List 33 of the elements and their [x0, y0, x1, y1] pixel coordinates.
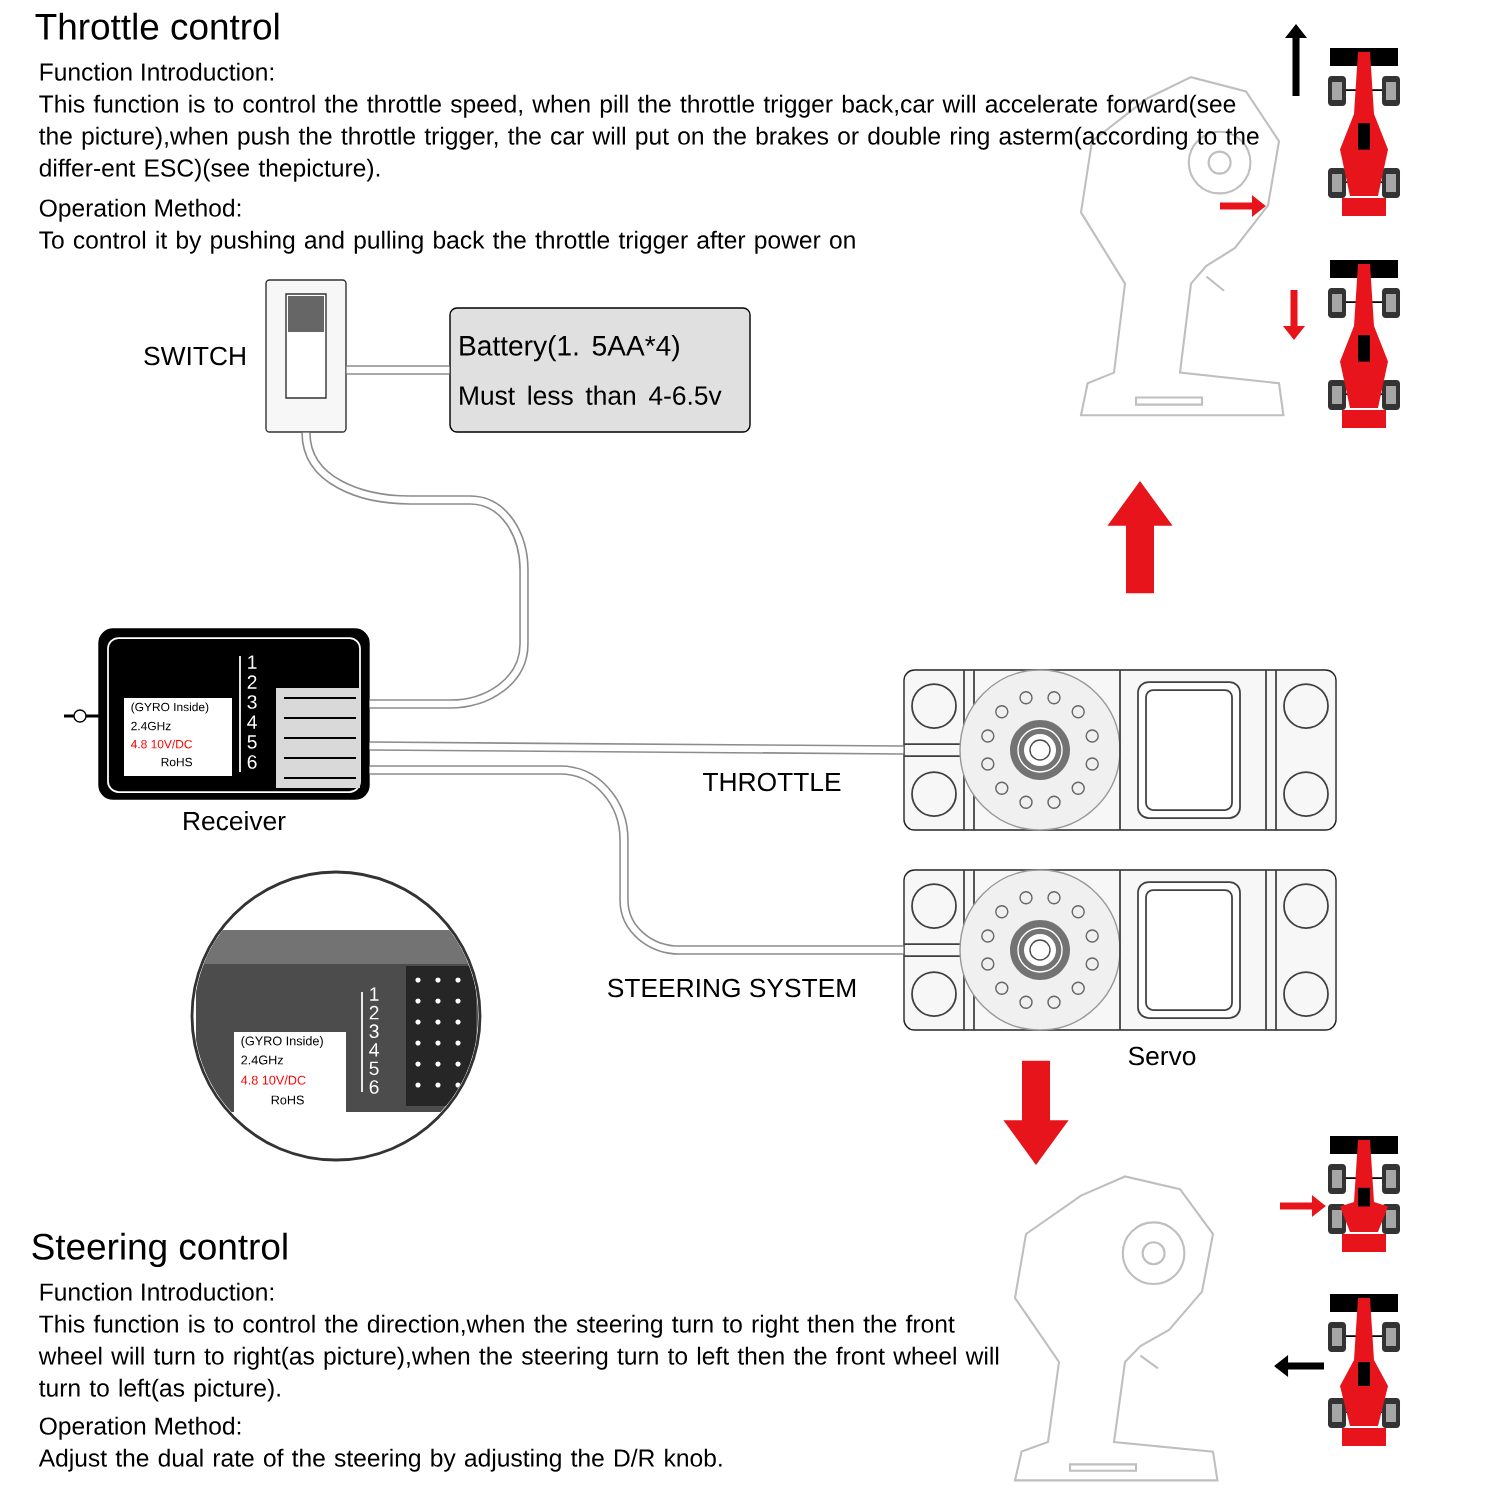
pin-number: 4	[247, 715, 257, 729]
pin-number: 4	[369, 1043, 379, 1057]
pin-number: 3	[247, 695, 257, 709]
pin-number: 6	[369, 1080, 379, 1094]
section-heading: Steering control	[32, 1232, 287, 1268]
description-text: To control it by pushing and pulling back the throttle trigger after power on	[39, 230, 855, 254]
pin-number: 1	[248, 655, 257, 669]
wire	[301, 432, 529, 709]
transmitter-drawing	[1013, 1175, 1219, 1482]
pin-number: 1	[370, 987, 379, 1001]
subheading: Operation Method:	[39, 1416, 241, 1440]
subheading: Function Introduction:	[40, 62, 273, 81]
subheading: Operation Method:	[39, 198, 241, 222]
description-text: This function is to control the throttle speed, when pill the throttle trigger back,car will accelerate forward(see the picture),when push the throttle trigger, the car will put on the brakes or double ring asterm(according to the differ-ent ESC)(see thepicture).	[39, 94, 1259, 182]
servo-label: STEERING SYSTEM	[608, 978, 856, 998]
wire	[346, 365, 450, 375]
battery-box: Battery(1. 5AA*4) Must less than 4-6.5v	[449, 307, 751, 433]
pin-number: 3	[369, 1024, 379, 1039]
pin-number: 2	[247, 675, 257, 689]
wire	[369, 741, 904, 755]
section-heading: Throttle control	[35, 12, 279, 40]
servo-label: THROTTLE	[703, 772, 841, 792]
description-text: Adjust the dual rate of the steering by adjusting the D/R knob.	[38, 1448, 722, 1472]
pin-number: 5	[247, 735, 257, 749]
node-label: SWITCH	[144, 346, 245, 366]
servo-label: Servo	[1128, 1046, 1196, 1066]
wire	[369, 765, 904, 955]
pin-number: 6	[247, 755, 257, 769]
node-label: Receiver	[184, 810, 286, 831]
subheading: Function Introduction:	[40, 1282, 273, 1301]
pin-number: 2	[369, 1005, 379, 1020]
switch: SWITCH	[144, 279, 347, 433]
pin-number: 5	[369, 1061, 379, 1076]
